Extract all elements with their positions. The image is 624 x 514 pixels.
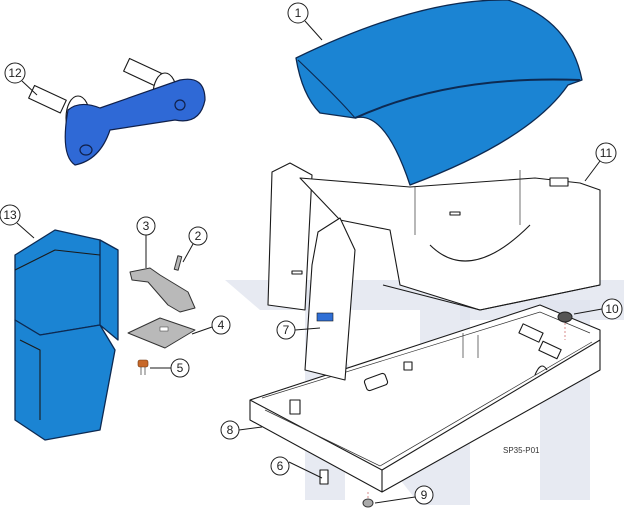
- callout-11: 11: [584, 142, 617, 182]
- svg-text:9: 9: [421, 488, 428, 502]
- callout-13: 13: [0, 204, 35, 239]
- callout-7: 7: [276, 320, 321, 340]
- svg-text:12: 12: [8, 66, 22, 80]
- svg-text:7: 7: [283, 323, 290, 337]
- callout-2: 2: [182, 226, 208, 263]
- drawing-code: SP35-P01: [503, 446, 540, 455]
- card-hopper: [14, 229, 119, 441]
- small-parts: [127, 255, 573, 508]
- svg-text:1: 1: [295, 6, 302, 20]
- callout-1: 1: [287, 2, 323, 41]
- callout-6: 6: [270, 456, 323, 479]
- callout-5: 5: [150, 358, 190, 378]
- callout-3: 3: [136, 216, 156, 268]
- callout-8: 8: [220, 420, 263, 440]
- callout-10: 10: [573, 298, 623, 320]
- svg-text:13: 13: [3, 208, 17, 222]
- top-cover: [295, 0, 583, 186]
- callout-12: 12: [4, 62, 38, 96]
- printer-housing: [267, 162, 601, 381]
- svg-text:6: 6: [277, 459, 284, 473]
- svg-text:10: 10: [605, 302, 619, 316]
- base-chassis: SP35-P01: [249, 304, 601, 493]
- svg-text:4: 4: [218, 318, 225, 332]
- svg-text:8: 8: [227, 423, 234, 437]
- svg-text:2: 2: [195, 229, 202, 243]
- svg-text:11: 11: [600, 146, 613, 160]
- ribbon-cartridge: [28, 57, 206, 166]
- svg-text:3: 3: [143, 219, 150, 233]
- svg-text:5: 5: [177, 361, 184, 375]
- callout-4: 4: [191, 315, 231, 335]
- label-part: [316, 312, 334, 322]
- callout-9: 9: [374, 485, 434, 505]
